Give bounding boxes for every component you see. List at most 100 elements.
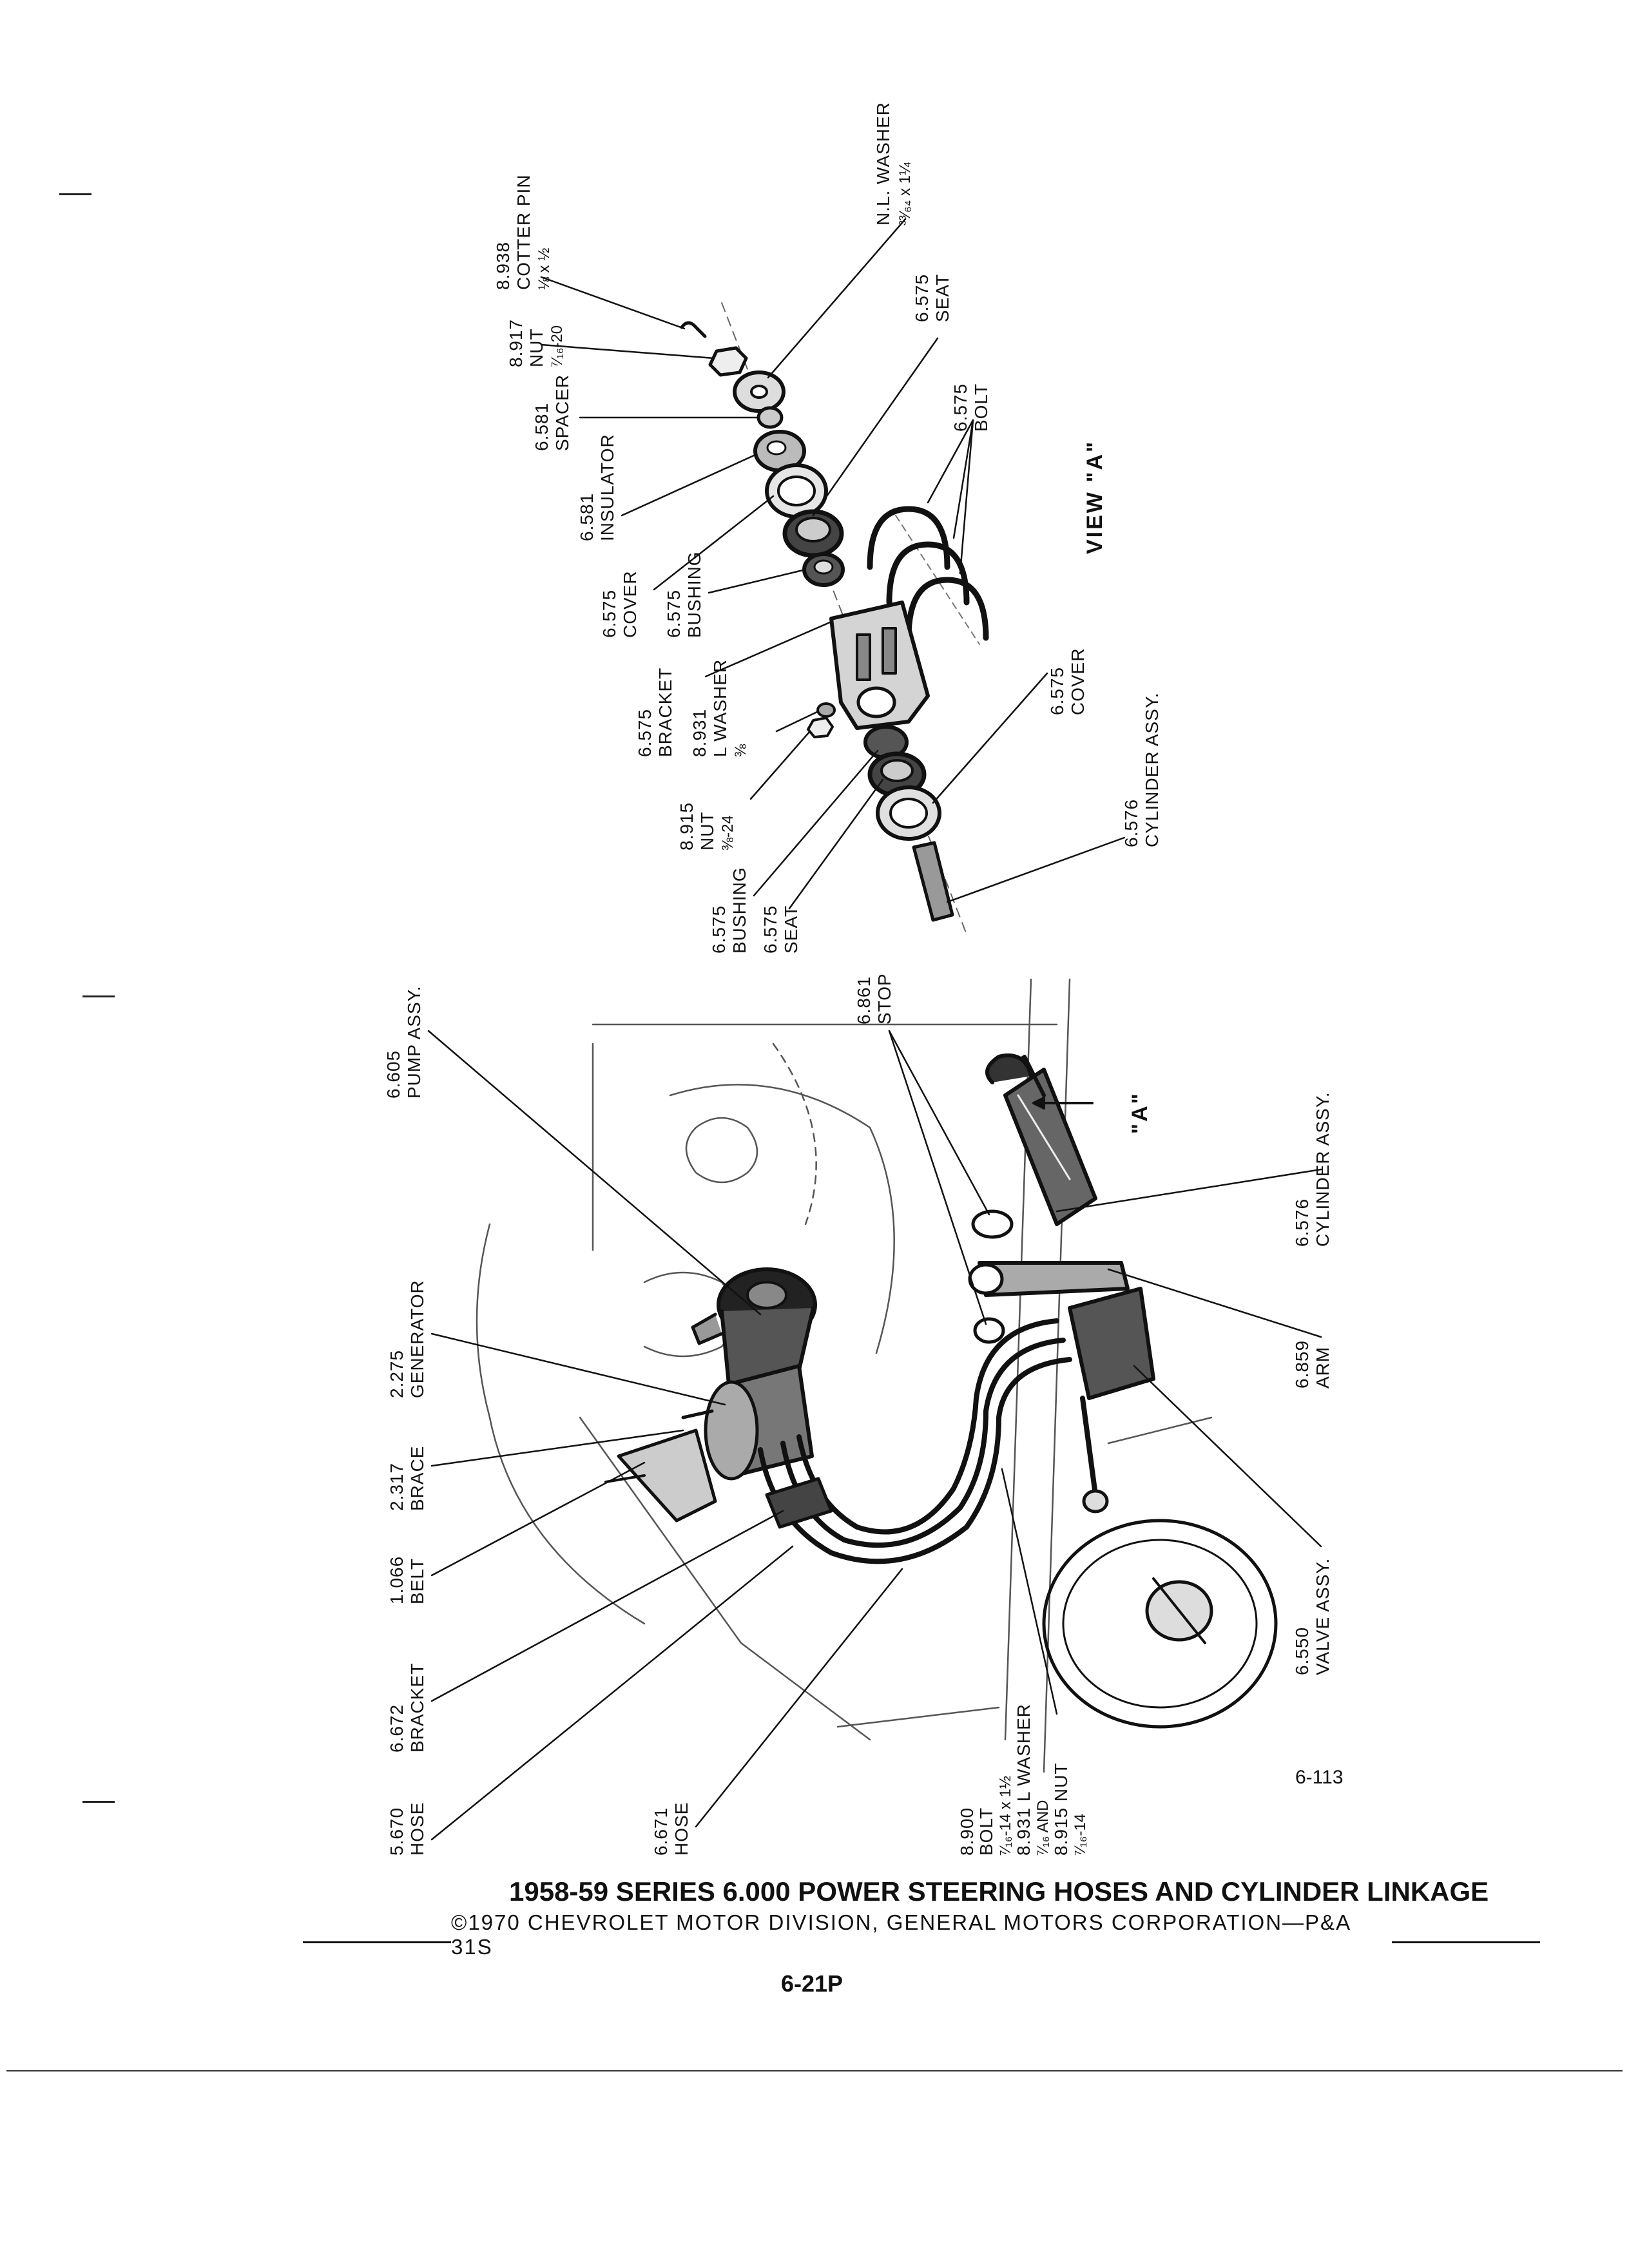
label-bushing-bottom: 6.575 BUSHING (709, 867, 749, 954)
svg-text:8.900: 8.900 (957, 1807, 977, 1856)
main-view-labels: 6.605 PUMP ASSY. 6.861 STOP 6.576 CYLIND… (383, 973, 1333, 1856)
label-nl-washer: N.L. WASHER ³³⁄₆₄ x 1¼ (873, 102, 914, 226)
copyright-row: ©1970 CHEVROLET MOTOR DIVISION, GENERAL … (303, 1910, 1540, 1959)
label-cover-top: 6.575 COVER (599, 570, 640, 638)
svg-text:VIEW "A": VIEW "A" (1083, 440, 1107, 554)
nl-washer-part (733, 370, 786, 413)
label-bolt: 6.575 BOLT (950, 383, 991, 432)
main-engine-view (427, 978, 1322, 1841)
label-pump: 6.605 PUMP ASSY. (383, 986, 424, 1099)
bracket-part (829, 601, 930, 730)
label-nut-bottom: 8.915 NUT ⅜-24 (677, 802, 737, 850)
svg-text:⅜-24: ⅜-24 (719, 815, 737, 850)
svg-text:6.575: 6.575 (912, 274, 932, 322)
svg-text:5.670: 5.670 (387, 1807, 407, 1856)
svg-text:8.931: 8.931 (689, 709, 709, 757)
punch-mark-top (59, 193, 92, 195)
l-washer-part (816, 702, 836, 718)
punch-mark-bottom (82, 1801, 115, 1803)
steering-arm (968, 1261, 1130, 1297)
label-hose-5670: 5.670 HOSE (387, 1802, 427, 1856)
svg-text:INSULATOR: INSULATOR (597, 434, 617, 541)
svg-text:6.576: 6.576 (1292, 1198, 1312, 1247)
svg-text:⁷⁄₁₆-14: ⁷⁄₁₆-14 (1072, 1814, 1089, 1856)
svg-text:2.275: 2.275 (387, 1350, 407, 1398)
stop-tabs (971, 1209, 1014, 1344)
svg-text:NUT: NUT (526, 328, 546, 367)
svg-text:6.581: 6.581 (577, 493, 597, 541)
svg-text:BUSHING: BUSHING (684, 551, 704, 638)
copyright-rule-left (303, 1941, 451, 1943)
label-seat-bottom: 6.575 SEAT (760, 905, 801, 954)
svg-text:⁷⁄₁₆-14 x 1½: ⁷⁄₁₆-14 x 1½ (997, 1776, 1014, 1856)
label-valve: 6.550 VALVE ASSY. (1292, 1558, 1333, 1675)
svg-text:GENERATOR: GENERATOR (407, 1280, 427, 1398)
svg-text:ARM: ARM (1313, 1347, 1333, 1389)
svg-text:BRACKET: BRACKET (655, 668, 675, 757)
page-title: 1958-59 SERIES 6.000 POWER STEERING HOSE… (509, 1876, 1489, 1907)
svg-text:SEAT: SEAT (932, 274, 952, 322)
seat-part-lower (867, 751, 927, 798)
svg-text:6.575: 6.575 (709, 905, 729, 954)
label-belt: 1.066 BELT (387, 1556, 427, 1604)
seat-part-upper (782, 509, 844, 558)
copyright-text: ©1970 CHEVROLET MOTOR DIVISION, GENERAL … (451, 1910, 1351, 1959)
svg-text:COTTER PIN: COTTER PIN (514, 174, 534, 290)
svg-text:BUSHING: BUSHING (729, 867, 749, 954)
label-spacer: 6.581 SPACER (532, 374, 572, 451)
copyright-rule-right (1392, 1941, 1540, 1943)
view-a-heading: VIEW "A" (1083, 440, 1107, 554)
svg-text:⁷⁄₁₆-20: ⁷⁄₁₆-20 (548, 325, 566, 367)
insulator-part (753, 430, 806, 472)
u-bolts-part (867, 506, 989, 641)
svg-text:STOP: STOP (874, 973, 894, 1024)
nut-part-lower (807, 716, 834, 738)
svg-text:6.861: 6.861 (854, 976, 874, 1024)
spacer-part (757, 406, 784, 429)
generator (681, 1364, 814, 1481)
cover-part-upper (765, 463, 828, 519)
svg-text:8.917: 8.917 (506, 319, 526, 367)
svg-text:⅛ x ½: ⅛ x ½ (535, 248, 553, 290)
svg-text:6.575: 6.575 (664, 590, 684, 638)
label-bushing-top: 6.575 BUSHING (664, 551, 704, 638)
label-stop: 6.861 STOP (854, 973, 894, 1024)
scan-edge-line (6, 2070, 1623, 2071)
nut-part (708, 346, 748, 377)
svg-text:"A": "A" (1128, 1091, 1152, 1134)
label-generator: 2.275 GENERATOR (387, 1280, 427, 1398)
bushing-part-upper (802, 552, 845, 587)
svg-text:6.575: 6.575 (950, 383, 970, 432)
svg-text:8.931 L WASHER: 8.931 L WASHER (1014, 1704, 1034, 1856)
label-cover-bottom: 6.575 COVER (1047, 648, 1088, 715)
svg-text:COVER: COVER (620, 570, 640, 638)
label-l-washer: 8.931 L WASHER ⅜ (689, 659, 749, 757)
view-a-exploded-diagram (540, 218, 1126, 935)
svg-text:BRACKET: BRACKET (407, 1663, 427, 1753)
svg-text:COVER: COVER (1068, 648, 1088, 715)
svg-text:6.859: 6.859 (1292, 1340, 1312, 1389)
svg-text:CYLINDER ASSY.: CYLINDER ASSY. (1313, 1091, 1333, 1247)
svg-text:6.575: 6.575 (635, 709, 655, 757)
svg-text:6.575: 6.575 (1047, 667, 1067, 715)
svg-text:8.915 NUT: 8.915 NUT (1051, 1763, 1071, 1856)
svg-text:6.576: 6.576 (1121, 799, 1141, 847)
svg-text:6.671: 6.671 (651, 1807, 671, 1856)
label-bracket: 6.672 BRACKET (387, 1663, 427, 1753)
main-view-leader-lines (427, 1030, 1322, 1841)
svg-text:8.915: 8.915 (677, 802, 697, 850)
view-a-leader-lines (540, 218, 1126, 910)
svg-text:L WASHER: L WASHER (710, 659, 730, 757)
label-seat-top: 6.575 SEAT (912, 274, 952, 322)
svg-text:6.575: 6.575 (760, 905, 780, 954)
svg-text:CYLINDER ASSY.: CYLINDER ASSY. (1142, 692, 1162, 847)
figure-number: 6-113 (1295, 1767, 1344, 1788)
cylinder-rod-part (912, 841, 954, 922)
svg-text:HOSE: HOSE (671, 1802, 691, 1856)
svg-text:HOSE: HOSE (407, 1802, 427, 1856)
svg-text:VALVE ASSY.: VALVE ASSY. (1313, 1558, 1333, 1675)
svg-text:BOLT: BOLT (976, 1807, 996, 1856)
svg-text:BOLT: BOLT (971, 383, 991, 432)
label-bracket: 6.575 BRACKET (635, 668, 675, 757)
punch-mark-middle (82, 995, 115, 997)
